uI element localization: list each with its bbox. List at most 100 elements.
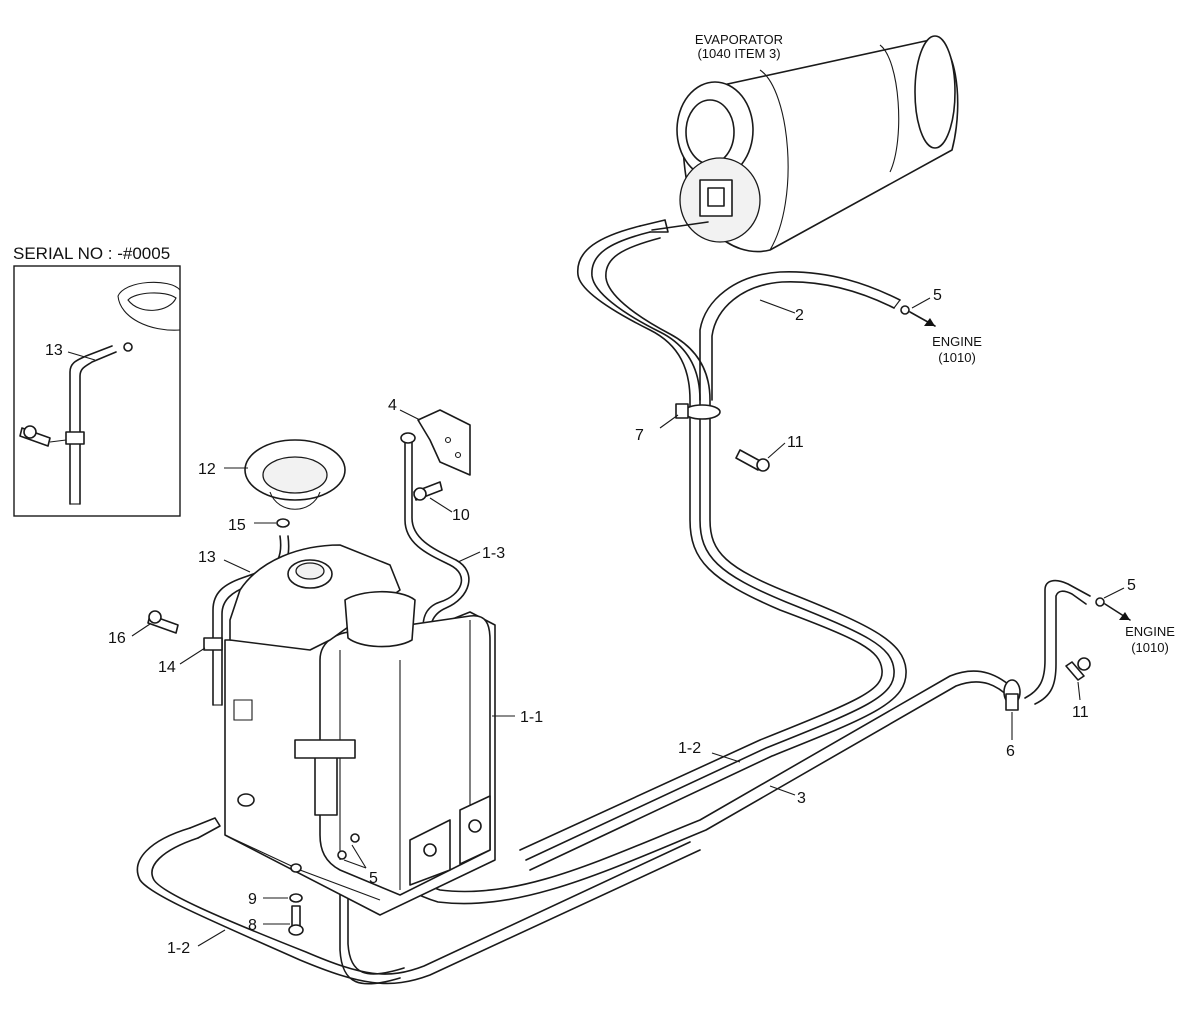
callout-11-right: 11 xyxy=(1072,704,1089,721)
hose-right-inner xyxy=(1034,590,1087,705)
bolt-11-upper xyxy=(735,449,763,471)
callout-1-2-low: 1-2 xyxy=(167,940,190,957)
arrowhead-engine-upper xyxy=(924,318,935,326)
hose-bundle-c xyxy=(529,237,907,871)
hose-1-2-drop-b xyxy=(347,867,405,975)
hose-2-end xyxy=(893,299,901,309)
leader-5-tank-b xyxy=(343,859,367,869)
callout-16: 16 xyxy=(108,630,126,647)
callout-7: 7 xyxy=(635,427,644,444)
leader-1-2-mid xyxy=(711,752,741,763)
bracket-4 xyxy=(417,409,471,476)
callout-8: 8 xyxy=(248,917,257,934)
tank-foot-hole-left xyxy=(423,843,437,857)
hose-2-outer xyxy=(699,271,901,401)
leader-11-upper xyxy=(767,442,786,459)
callout-9: 9 xyxy=(248,891,257,908)
callout-3: 3 xyxy=(797,790,806,807)
clamp-7 xyxy=(683,404,721,420)
callout-1-2-mid: 1-2 xyxy=(678,740,701,757)
bolt-11-right xyxy=(1065,661,1085,681)
callout-1-1: 1-1 xyxy=(520,709,543,726)
evaporator-valve-core xyxy=(707,187,725,207)
callout-15: 15 xyxy=(228,517,246,534)
leader-5-tank-a xyxy=(351,844,367,869)
hoses xyxy=(136,219,1091,985)
inset-leader-13 xyxy=(67,351,96,361)
hose-1-2-drop-a xyxy=(339,869,401,985)
hose-1-3-fitting xyxy=(400,432,416,444)
tank-cap-top xyxy=(295,562,325,580)
inset-title: SERIAL NO : -#0005 xyxy=(13,244,170,263)
inset-frame xyxy=(13,265,181,517)
ring-5-tank-b xyxy=(337,850,347,860)
callout-12: 12 xyxy=(198,461,216,478)
hose-bundle-tip xyxy=(639,219,669,233)
clamp-6-tab xyxy=(1005,693,1019,711)
callout-14: 14 xyxy=(158,659,176,676)
tank-foot-hole-right xyxy=(468,819,482,833)
inset-hose-inner xyxy=(79,351,117,505)
hose-to-valve xyxy=(651,221,709,231)
inset-clip xyxy=(65,431,85,445)
leader-16 xyxy=(131,623,151,637)
bolt-8 xyxy=(291,905,301,927)
hose-1-3-inner xyxy=(411,439,470,641)
callout-4: 4 xyxy=(388,397,397,414)
evaporator: EVAPORATOR (1040 ITEM 3) xyxy=(676,32,959,253)
base-nut xyxy=(290,863,302,873)
washer-funnel-12-inner xyxy=(262,456,328,494)
callout-11-upper: 11 xyxy=(787,434,804,451)
leader-4 xyxy=(399,409,421,421)
tank-nozzle xyxy=(237,793,255,807)
tank-connector xyxy=(314,754,338,816)
leader-1-2-low xyxy=(197,929,226,947)
engine-right-note-line1: ENGINE xyxy=(1125,624,1175,639)
arrowhead-engine-right xyxy=(1119,612,1130,620)
callout-6: 6 xyxy=(1006,743,1015,760)
hose-right-outer xyxy=(1024,579,1091,699)
hose-2-inner xyxy=(711,281,895,401)
hose-1-2-lower-tip xyxy=(189,817,221,839)
washer-9 xyxy=(289,893,303,903)
hose-13-outer xyxy=(212,535,282,706)
leader-11-right xyxy=(1077,681,1081,701)
clamp-7-tab xyxy=(675,403,689,419)
leader-13 xyxy=(223,559,251,573)
engine-right-note-line2: (1010) xyxy=(1131,640,1169,655)
callout-13: 13 xyxy=(198,549,216,566)
leader-lines xyxy=(131,297,1125,947)
bolt-10-head xyxy=(413,487,427,501)
callout-labels: 2 5 4 10 12 15 13 1-3 16 14 1-1 7 11 1-2… xyxy=(108,287,1175,957)
small-parts xyxy=(147,305,1131,936)
leader-2 xyxy=(759,299,796,314)
tank-pump xyxy=(344,590,416,648)
hose-bundle-b xyxy=(525,231,895,861)
hose-bundle-a xyxy=(519,225,883,851)
evaporator-rib-1 xyxy=(759,69,789,251)
leader-1-3 xyxy=(457,551,481,563)
bolt-11-upper-head xyxy=(756,458,770,472)
ring-5-right xyxy=(1095,597,1105,607)
tank-bracket-tab xyxy=(233,699,253,721)
washer-tank xyxy=(224,544,496,916)
callout-5-right: 5 xyxy=(1127,577,1136,594)
inset-bolt-shaft xyxy=(49,439,67,443)
engine-upper-note-line1: ENGINE xyxy=(932,334,982,349)
leader-5-upper xyxy=(911,297,931,309)
clip-14 xyxy=(203,637,223,651)
inset-bolt-head xyxy=(23,425,37,439)
ring-5-tank-a xyxy=(350,833,360,843)
inset-bowl-inner xyxy=(127,292,177,311)
evaporator-outlet-inner xyxy=(685,99,735,165)
callout-10: 10 xyxy=(452,507,470,524)
evaporator-note-line2: (1040 ITEM 3) xyxy=(697,46,780,61)
callout-2: 2 xyxy=(795,307,804,324)
callout-5-tank: 5 xyxy=(369,870,378,887)
inset-clamp-ring xyxy=(123,342,133,352)
leader-10 xyxy=(429,497,453,513)
serial-inset: SERIAL NO : -#0005 13 xyxy=(13,244,181,517)
evaporator-rib-2 xyxy=(879,44,900,173)
